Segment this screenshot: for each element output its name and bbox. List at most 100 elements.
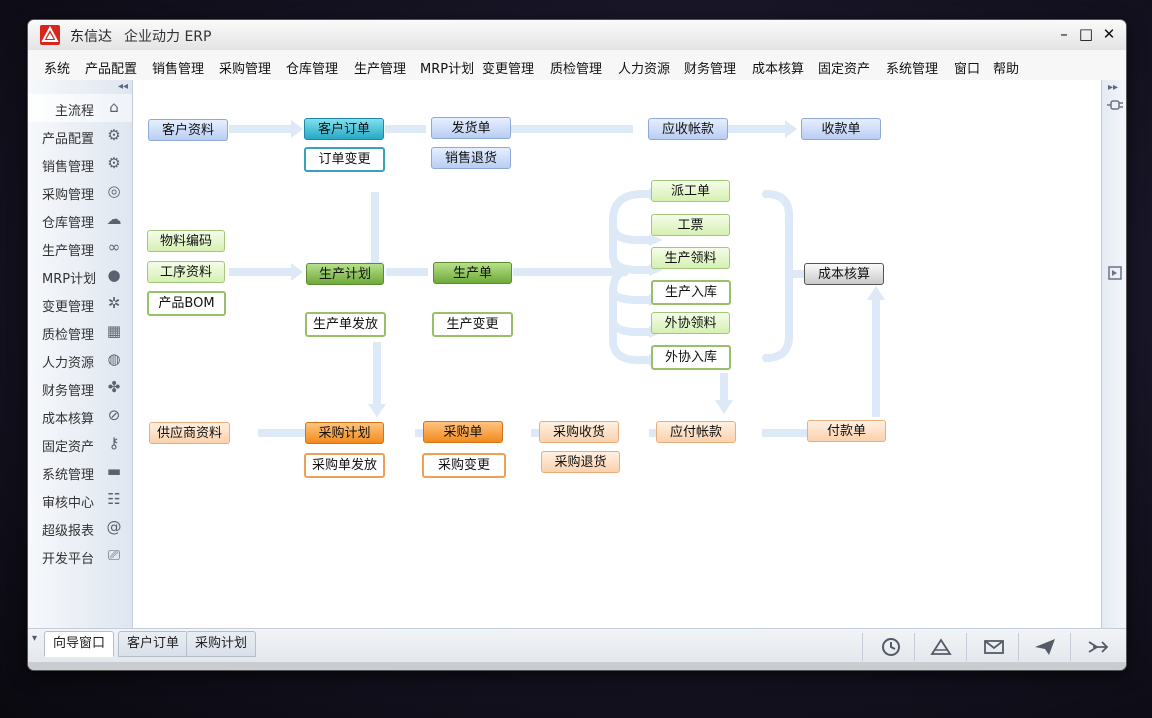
node-cost-accounting[interactable]: 成本核算 [804, 263, 884, 285]
sidebar-item-dev-platform[interactable]: 开发平台 ⎚ [28, 542, 132, 570]
sidebar-item-quality[interactable]: 质检管理 ▦ [28, 318, 132, 346]
maximize-button[interactable]: □ [1078, 25, 1094, 43]
node-receipt[interactable]: 收款单 [801, 118, 881, 140]
sidebar-item-label: 开发平台 [42, 552, 95, 567]
at-icon: @ [106, 518, 122, 536]
menu-change[interactable]: 变更管理 [482, 62, 535, 77]
sidebar-item-reports[interactable]: 超级报表 @ [28, 514, 132, 542]
sidebar-item-audit[interactable]: 审核中心 ☷ [28, 486, 132, 514]
node-sales-return[interactable]: 销售退货 [431, 147, 511, 169]
sidebar-item-label: 固定资产 [42, 440, 95, 455]
right-dock-bar: ▸▸ [1101, 80, 1126, 628]
flow-arrow [762, 424, 836, 442]
home-icon: ⌂ [109, 98, 119, 116]
node-receivable[interactable]: 应收帐款 [648, 118, 728, 140]
mail-icon[interactable] [981, 636, 1007, 658]
tab-customer-order[interactable]: 客户订单 [118, 631, 189, 657]
sidebar-item-warehouse[interactable]: 仓库管理 ☁ [28, 206, 132, 234]
menu-production[interactable]: 生产管理 [354, 62, 407, 77]
sidebar-item-finance[interactable]: 财务管理 ✤ [28, 374, 132, 402]
minimize-button[interactable]: – [1060, 25, 1068, 43]
flow-branch [609, 268, 657, 364]
menu-window[interactable]: 窗口 [954, 62, 981, 77]
sidebar-item-purchase[interactable]: 采购管理 ◎ [28, 178, 132, 206]
chevron-down-icon[interactable]: ▾ [32, 633, 38, 644]
sidebar-item-cost[interactable]: 成本核算 ⊘ [28, 402, 132, 430]
node-payable[interactable]: 应付帐款 [656, 421, 736, 443]
node-production-change[interactable]: 生产变更 [432, 312, 513, 337]
menu-system-admin[interactable]: 系统管理 [886, 62, 939, 77]
tab-wizard[interactable]: 向导窗口 [44, 631, 115, 657]
node-production-inbound[interactable]: 生产入库 [651, 280, 731, 305]
sidebar-item-hr[interactable]: 人力资源 ◍ [28, 346, 132, 374]
node-production-plan[interactable]: 生产计划 [306, 263, 384, 285]
node-production-order[interactable]: 生产单 [433, 262, 512, 284]
node-purchase-release[interactable]: 采购单发放 [304, 453, 385, 478]
app-name: 东信达 [70, 29, 112, 45]
clock-icon[interactable] [878, 636, 904, 658]
puzzle-icon: ✤ [107, 378, 121, 396]
menu-mrp[interactable]: MRP计划 [420, 62, 475, 77]
plug-icon[interactable] [1106, 96, 1124, 114]
menu-quality[interactable]: 质检管理 [550, 62, 603, 77]
tab-purchase-plan[interactable]: 采购计划 [186, 631, 257, 657]
menu-finance[interactable]: 财务管理 [684, 62, 737, 77]
sidebar-item-mrp[interactable]: MRP计划 ● [28, 262, 132, 290]
menu-cost[interactable]: 成本核算 [752, 62, 805, 77]
menu-sales[interactable]: 销售管理 [152, 62, 205, 77]
node-process-info[interactable]: 工序资料 [147, 261, 225, 283]
double-chevron-right-icon[interactable]: ▸▸ [1108, 82, 1119, 93]
node-material-issue[interactable]: 生产领料 [651, 247, 730, 269]
node-purchase-order[interactable]: 采购单 [423, 421, 503, 443]
node-delivery[interactable]: 发货单 [431, 117, 511, 139]
sidebar-item-main-flow[interactable]: 主流程 ⌂ [28, 94, 132, 122]
menu-fixed-assets[interactable]: 固定资产 [818, 62, 871, 77]
sidebar-item-change[interactable]: 变更管理 ✲ [28, 290, 132, 318]
node-dispatch[interactable]: 派工单 [651, 180, 730, 202]
node-purchase-plan[interactable]: 采购计划 [305, 422, 384, 444]
app-logo [40, 25, 60, 45]
node-purchase-return[interactable]: 采购退货 [541, 451, 620, 473]
menu-warehouse[interactable]: 仓库管理 [286, 62, 339, 77]
send-icon[interactable] [1032, 636, 1058, 658]
dock-panel-icon[interactable] [1106, 264, 1124, 282]
menu-help[interactable]: 帮助 [993, 62, 1020, 77]
node-product-bom[interactable]: 产品BOM [147, 291, 226, 316]
node-customer-order[interactable]: 客户订单 [304, 118, 384, 140]
pen-ruler-icon[interactable] [928, 636, 954, 658]
node-outsource-inbound[interactable]: 外协入库 [651, 345, 731, 370]
sidebar-item-label: 审核中心 [42, 496, 95, 511]
sidebar-item-production[interactable]: 生产管理 ∞ [28, 234, 132, 262]
sliders-icon: ☷ [107, 490, 121, 508]
menu-purchase[interactable]: 采购管理 [219, 62, 272, 77]
sidebar: ◂◂ 主流程 ⌂ 产品配置 ⚙ 销售管理 ⚙ 采购管理 ◎ 仓库管理 ☁ 生产管… [28, 80, 133, 628]
node-purchase-receipt[interactable]: 采购收货 [539, 421, 619, 443]
sidebar-item-label: 系统管理 [42, 468, 95, 483]
app-window: 东信达 企业动力 ERP – □ ✕ 系统 产品配置 销售管理 采购管理 仓库管… [28, 20, 1126, 670]
double-chevron-left-icon[interactable]: ◂◂ [118, 81, 129, 92]
flow-arrow [513, 268, 623, 276]
cloud-upload-icon: ☁ [106, 210, 122, 228]
node-order-change[interactable]: 订单变更 [304, 147, 385, 172]
sidebar-item-fixed-assets[interactable]: 固定资产 ⚷ [28, 430, 132, 458]
node-purchase-change[interactable]: 采购变更 [422, 453, 506, 478]
node-payment[interactable]: 付款单 [807, 420, 886, 442]
node-material-code[interactable]: 物料编码 [147, 230, 225, 252]
title-bar[interactable]: 东信达 企业动力 ERP – □ ✕ [28, 20, 1126, 51]
sidebar-item-system-admin[interactable]: 系统管理 ▬ [28, 458, 132, 486]
flow-branch [609, 222, 657, 244]
node-supplier-info[interactable]: 供应商资料 [149, 422, 230, 444]
sidebar-item-product-config[interactable]: 产品配置 ⚙ [28, 122, 132, 150]
node-production-release[interactable]: 生产单发放 [305, 312, 386, 337]
sidebar-item-sales[interactable]: 销售管理 ⚙ [28, 150, 132, 178]
node-work-ticket[interactable]: 工票 [651, 214, 730, 236]
menu-hr[interactable]: 人力资源 [618, 62, 671, 77]
menu-product-config[interactable]: 产品配置 [85, 62, 138, 77]
menu-system[interactable]: 系统 [44, 62, 71, 77]
node-customer-info[interactable]: 客户资料 [148, 119, 228, 141]
close-button[interactable]: ✕ [1102, 25, 1116, 43]
flow-arrow [385, 125, 426, 133]
node-outsource-issue[interactable]: 外协领料 [651, 312, 730, 334]
exit-icon[interactable] [1084, 636, 1110, 658]
flow-arrow [366, 192, 384, 275]
